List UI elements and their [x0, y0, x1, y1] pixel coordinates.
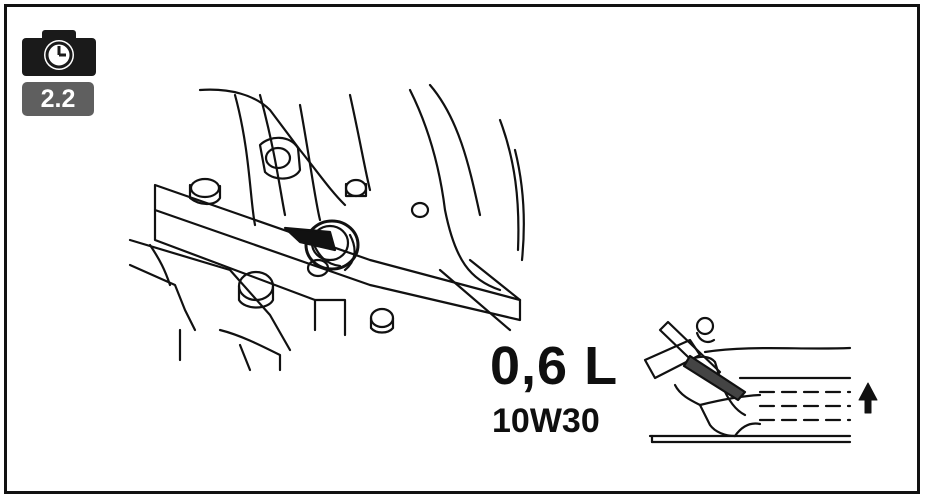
camera-timer-icon — [22, 30, 96, 76]
oil-volume-label: 0,6 L — [490, 336, 619, 396]
dipstick-oil-level-illustration — [643, 316, 852, 444]
engine-oil-filler-cap-illustration — [128, 83, 525, 372]
manual-panel-frame — [4, 4, 920, 494]
oil-grade-label: 10W30 — [492, 402, 600, 440]
step-number-badge: 2.2 — [22, 82, 94, 116]
up-arrow-icon — [858, 382, 878, 414]
